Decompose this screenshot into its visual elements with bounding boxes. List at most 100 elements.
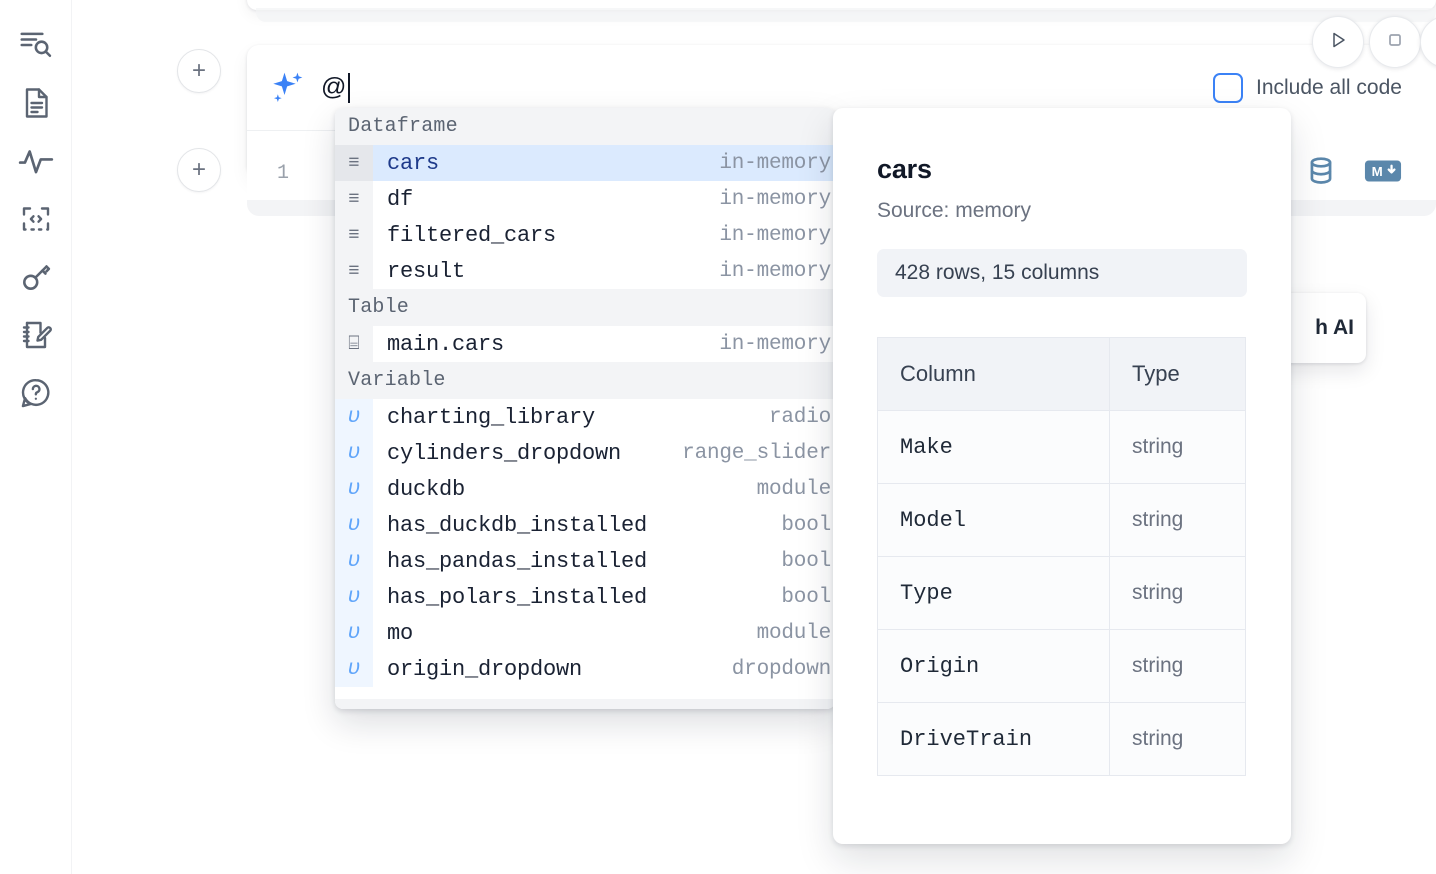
- column-name-cell: Model: [877, 483, 1110, 557]
- plus-icon: +: [191, 57, 206, 84]
- autocomplete-item-type: bool: [781, 549, 831, 573]
- autocomplete-item-type: bool: [781, 585, 831, 609]
- stop-button[interactable]: [1369, 16, 1421, 68]
- sidebar-item-help[interactable]: [10, 364, 62, 422]
- code-snippet-icon: [18, 201, 54, 237]
- autocomplete-item-name: duckdb: [387, 476, 466, 502]
- autocomplete-item-type: in-memory: [719, 223, 831, 247]
- autocomplete-item-type: in-memory: [719, 151, 831, 175]
- autocomplete-item-type: range_slider: [682, 441, 831, 465]
- autocomplete-item-name: mo: [387, 620, 414, 646]
- sidebar-item-files[interactable]: [10, 74, 62, 132]
- autocomplete-section-header: Variable: [335, 362, 835, 399]
- autocomplete-scroll-fade: [335, 699, 835, 709]
- include-all-code-checkbox[interactable]: [1213, 73, 1243, 103]
- dataframe-rows-icon: ≡: [335, 181, 373, 217]
- cell-tools: M: [1304, 154, 1402, 193]
- table-column-header: Type: [1109, 337, 1246, 411]
- include-all-code-label: Include all code: [1256, 76, 1402, 99]
- doc-source: Source: memory: [877, 199, 1032, 222]
- database-table-icon: ⌸: [335, 326, 373, 362]
- dataframe-rows-icon: ≡: [335, 145, 373, 181]
- column-type-cell: string: [1109, 483, 1246, 557]
- autocomplete-item[interactable]: ≡ filtered_cars in-memory: [335, 217, 835, 253]
- help-chat-icon: [18, 375, 54, 411]
- database-icon[interactable]: [1304, 154, 1338, 193]
- text-caret: [347, 72, 350, 103]
- autocomplete-item-name: has_polars_installed: [387, 584, 648, 610]
- variable-upsilon-icon: υ: [335, 399, 373, 435]
- autocomplete-item[interactable]: υ has_pandas_installed bool: [335, 543, 835, 579]
- variable-upsilon-icon: υ: [335, 651, 373, 687]
- autocomplete-item-type: in-memory: [719, 187, 831, 211]
- add-cell-below-button[interactable]: +: [177, 148, 221, 192]
- add-cell-above-button[interactable]: +: [177, 49, 221, 93]
- autocomplete-section-header: Dataframe: [335, 108, 835, 145]
- autocomplete-item-name: result: [387, 258, 466, 284]
- dataframe-rows-icon: ≡: [335, 253, 373, 289]
- activity-pulse-icon: [17, 142, 55, 180]
- sidebar-item-activity[interactable]: [10, 132, 62, 190]
- column-name-cell: Make: [877, 410, 1110, 484]
- run-button[interactable]: [1312, 16, 1364, 68]
- plus-icon: +: [191, 156, 206, 183]
- autocomplete-item[interactable]: υ origin_dropdown dropdown: [335, 651, 835, 687]
- left-sidebar: [0, 0, 72, 874]
- autocomplete-item-type: dropdown: [731, 657, 831, 681]
- column-name-cell: Type: [877, 556, 1110, 630]
- sidebar-item-scratchpad[interactable]: [10, 306, 62, 364]
- variable-upsilon-icon: υ: [335, 471, 373, 507]
- column-type-cell: string: [1109, 629, 1246, 703]
- autocomplete-item-name: origin_dropdown: [387, 656, 583, 682]
- autocomplete-item-name: cars: [387, 150, 440, 176]
- previous-cell-footer: [256, 8, 1436, 22]
- column-type-cell: string: [1109, 702, 1246, 776]
- variable-upsilon-icon: υ: [335, 507, 373, 543]
- autocomplete-item-name: filtered_cars: [387, 222, 557, 248]
- secrets-key-icon: [18, 259, 54, 295]
- ai-prompt-text: @: [321, 72, 350, 103]
- include-all-code-row[interactable]: Include all code: [1169, 45, 1436, 131]
- stop-square-icon: [1383, 28, 1407, 57]
- autocomplete-item-name: has_pandas_installed: [387, 548, 648, 574]
- sidebar-item-snippets[interactable]: [10, 190, 62, 248]
- line-number: 1: [276, 161, 289, 185]
- dataframe-rows-icon: ≡: [335, 217, 373, 253]
- variable-upsilon-icon: υ: [335, 615, 373, 651]
- play-triangle-icon: [1326, 28, 1350, 57]
- autocomplete-item-type: in-memory: [719, 332, 831, 356]
- autocomplete-item-name: main.cars: [387, 331, 505, 357]
- autocomplete-item-body: origin_dropdown dropdown: [373, 651, 835, 687]
- previous-cell-card: [247, 0, 1436, 10]
- sidebar-item-outline[interactable]: [10, 16, 62, 74]
- sidebar-item-secrets[interactable]: [10, 248, 62, 306]
- autocomplete-item-type: radio: [768, 405, 831, 429]
- completion-doc-panel: cars Source: memory 428 rows, 15 columns…: [833, 108, 1291, 844]
- autocomplete-section-header: Table: [335, 289, 835, 326]
- variable-upsilon-icon: υ: [335, 543, 373, 579]
- column-name-cell: DriveTrain: [877, 702, 1110, 776]
- markdown-icon[interactable]: M: [1364, 158, 1402, 189]
- autocomplete-item[interactable]: ⌸ main.cars in-memory: [335, 326, 835, 362]
- autocomplete-item[interactable]: ≡ cars in-memory: [335, 145, 835, 181]
